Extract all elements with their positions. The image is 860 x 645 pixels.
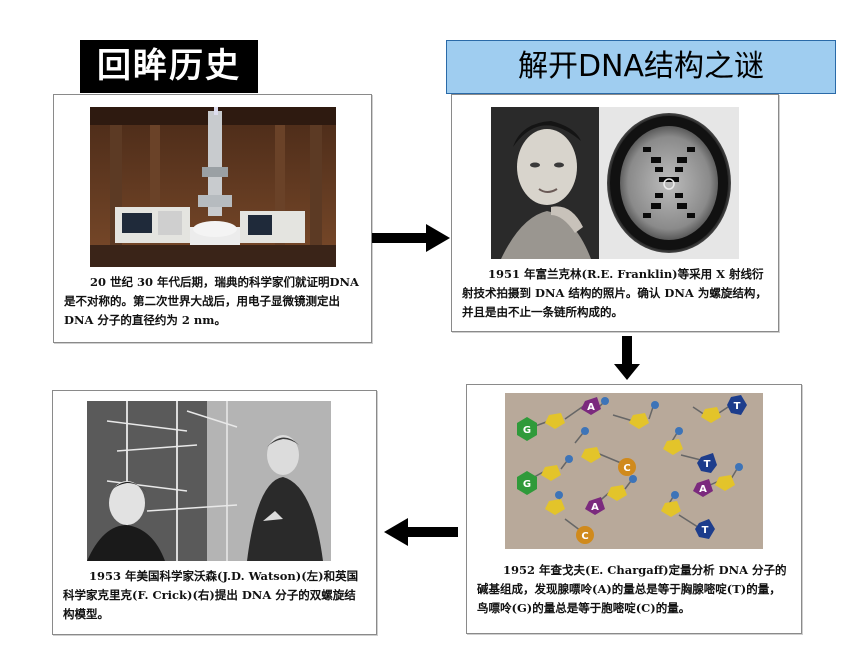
base-g-label: G — [523, 425, 531, 436]
card-franklin-caption: 1951 年富兰克林(R.E. Franklin)等采用 X 射线衍射技术拍摄到… — [462, 267, 767, 319]
watson-crick-photo — [87, 401, 331, 561]
base-t-label-3: T — [702, 525, 709, 536]
card-watson-crick: 1953 年美国科学家沃森(J.D. Watson)(左)和英国科学家克里克(F… — [52, 390, 377, 635]
card-electron-microscope-caption: 20 世纪 30 年代后期，瑞典的科学家们就证明DNA 是不对称的。第二次世界大… — [64, 275, 359, 327]
card-chargaff: G A T C T G A A C T 1952 年查戈夫( — [466, 384, 802, 634]
base-c-label-2: C — [581, 531, 588, 542]
base-a-label-2: A — [591, 502, 599, 513]
base-g-label-2: G — [523, 479, 531, 490]
card-electron-microscope: 20 世纪 30 年代后期，瑞典的科学家们就证明DNA 是不对称的。第二次世界大… — [53, 94, 372, 343]
base-a-label: A — [587, 402, 595, 413]
base-t-label: T — [734, 401, 741, 412]
base-a-label-3: A — [699, 484, 707, 495]
card-franklin: 1951 年富兰克林(R.E. Franklin)等采用 X 射线衍射技术拍摄到… — [451, 94, 779, 332]
section-title-dna-mystery: 解开DNA结构之谜 — [446, 40, 836, 94]
arrow-left-icon — [384, 518, 458, 546]
card-watson-crick-caption: 1953 年美国科学家沃森(J.D. Watson)(左)和英国科学家克里克(F… — [63, 569, 359, 621]
base-t-label-2: T — [704, 459, 711, 470]
electron-microscope-photo — [90, 107, 336, 267]
xray-diffraction-photo — [599, 107, 739, 259]
arrow-down-icon — [614, 336, 640, 380]
arrow-right-icon — [372, 224, 450, 252]
franklin-portrait-photo — [491, 107, 599, 259]
card-chargaff-caption: 1952 年查戈夫(E. Chargaff)定量分析 DNA 分子的碱基组成，发… — [477, 563, 787, 615]
base-c-label: C — [623, 463, 630, 474]
dna-bases-illustration: G A T C T G A A C T — [505, 393, 763, 549]
section-title-history: 回眸历史 — [80, 40, 258, 93]
